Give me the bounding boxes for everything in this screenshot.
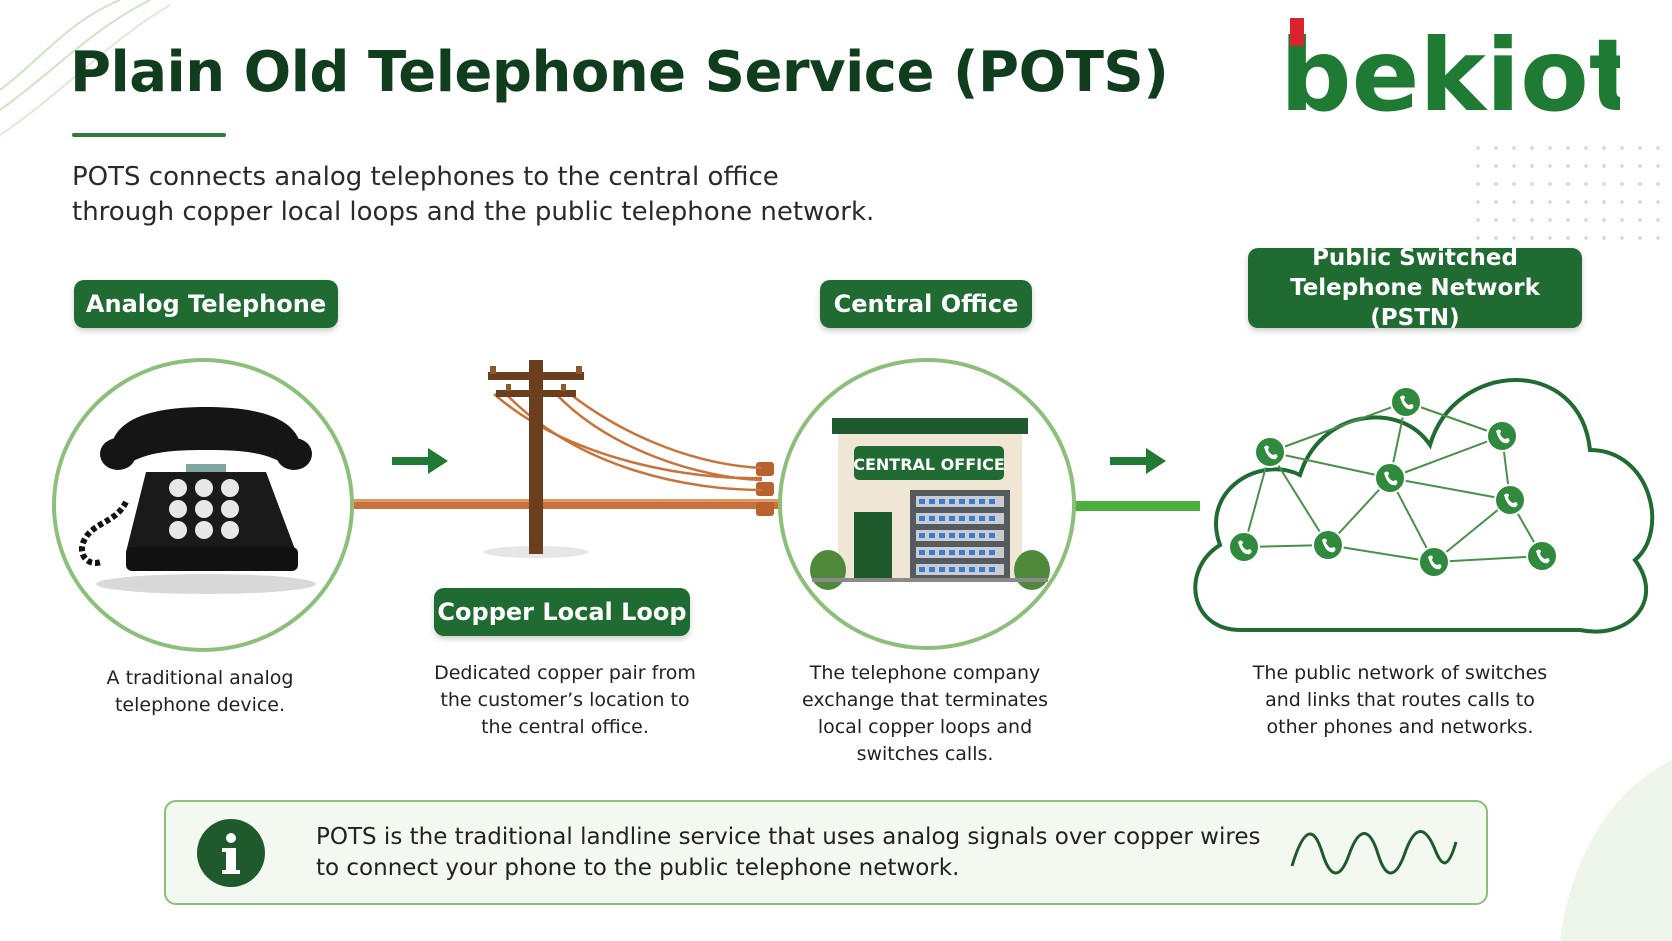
info-text: POTS is the traditional landline service… <box>316 822 1266 884</box>
info-line-1: POTS is the traditional landline service… <box>316 824 1261 850</box>
caption-central-office: The telephone company exchange that term… <box>780 660 1070 768</box>
decorative-dots <box>1476 146 1660 240</box>
tag-analog-telephone-label: Analog Telephone <box>85 290 327 318</box>
office-sign-text: CENTRAL OFFICE <box>853 455 1005 474</box>
tag-analog-telephone: Analog Telephone <box>74 280 338 328</box>
info-icon <box>197 819 265 887</box>
tag-central-office-label: Central Office <box>833 290 1019 318</box>
page-subtitle: POTS connects analog telephones to the c… <box>72 160 972 230</box>
info-line-2: to connect your phone to the public tele… <box>316 855 960 881</box>
subtitle-line-1: POTS connects analog telephones to the c… <box>72 162 779 192</box>
caption-pstn: The public network of switches and links… <box>1230 660 1570 741</box>
rotary-phone-icon <box>79 407 316 594</box>
caption-line: the central office. <box>481 716 649 738</box>
tag-copper-local-loop: Copper Local Loop <box>434 588 690 636</box>
arrow-right-icon <box>1110 448 1166 474</box>
utility-pole-icon <box>484 360 763 558</box>
caption-line: local copper loops and <box>817 716 1033 738</box>
brand-logo: bekiot <box>1280 18 1620 128</box>
building-icon: CENTRAL OFFICE <box>810 418 1050 590</box>
title-underline <box>72 133 226 137</box>
tag-copper-local-loop-label: Copper Local Loop <box>437 598 687 626</box>
analog-wave-icon <box>1290 830 1458 875</box>
caption-line: The public network of switches <box>1252 662 1548 684</box>
tag-pstn: Public Switched Telephone Network (PSTN) <box>1248 245 1582 331</box>
caption-line: A traditional analog <box>106 667 294 689</box>
caption-copper-local-loop: Dedicated copper pair from the customer’… <box>410 660 720 741</box>
tag-central-office: Central Office <box>820 280 1032 328</box>
caption-line: switches calls. <box>856 743 994 765</box>
central-office-circle: CENTRAL OFFICE <box>778 358 1076 650</box>
cloud-network-icon <box>1193 378 1655 634</box>
caption-line: other phones and networks. <box>1266 716 1534 738</box>
caption-line: telephone device. <box>114 694 286 716</box>
caption-line: Dedicated copper pair from <box>434 662 696 684</box>
arrow-right-icon <box>392 448 448 474</box>
copper-cable <box>340 499 780 509</box>
page-title: Plain Old Telephone Service (POTS) <box>70 40 1169 105</box>
caption-analog-telephone: A traditional analog telephone device. <box>60 665 340 719</box>
logo-accent <box>1290 18 1304 46</box>
caption-line: exchange that terminates <box>802 689 1048 711</box>
caption-line: and links that routes calls to <box>1265 689 1535 711</box>
tag-pstn-line-2: Telephone Network (PSTN) <box>1290 275 1540 331</box>
caption-line: the customer’s location to <box>440 689 690 711</box>
info-box <box>164 800 1488 905</box>
decorative-swirl <box>0 0 170 136</box>
subtitle-line-2: through copper local loops and the publi… <box>72 197 875 227</box>
decorative-leaf <box>1560 760 1672 941</box>
analog-telephone-circle <box>52 358 354 652</box>
tag-pstn-line-1: Public Switched <box>1312 245 1518 271</box>
logo-text: bekiot <box>1280 18 1620 128</box>
caption-line: The telephone company <box>809 662 1041 684</box>
network-link <box>1070 501 1200 511</box>
copper-connector <box>756 462 774 516</box>
